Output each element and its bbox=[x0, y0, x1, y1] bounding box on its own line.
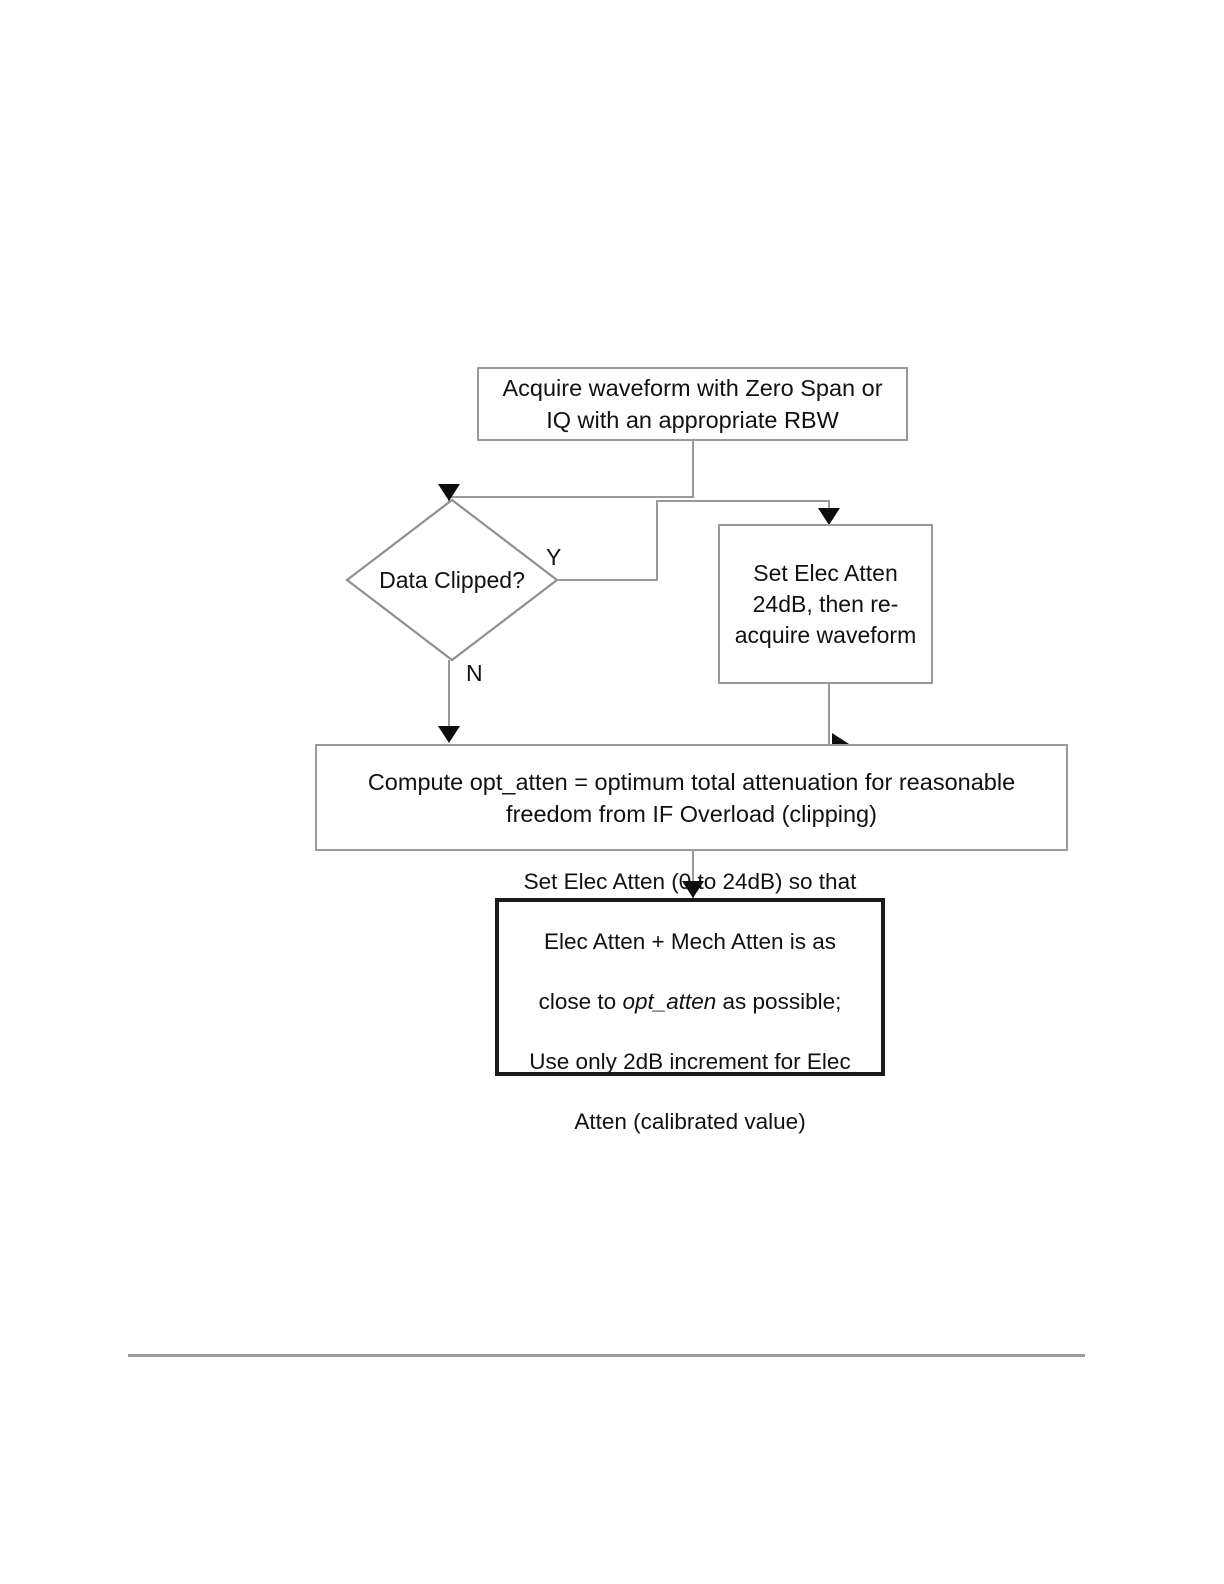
node-acquire-waveform: Acquire waveform with Zero Span or IQ wi… bbox=[477, 367, 908, 441]
node-set-elec-atten-24db: Set Elec Atten 24dB, then re- acquire wa… bbox=[718, 524, 933, 684]
arrowhead-into-decision bbox=[438, 484, 460, 501]
arrowhead-into-compute-top bbox=[438, 726, 460, 743]
node-compute-opt-atten-label: Compute opt_atten = optimum total attenu… bbox=[367, 768, 1016, 827]
final-line-1: Set Elec Atten (0 to 24dB) so that bbox=[523, 869, 857, 894]
connector-acquire-left bbox=[448, 496, 694, 498]
connector-compute-down bbox=[692, 851, 694, 898]
final-line-4: Use only 2dB increment for Elec bbox=[529, 1049, 851, 1074]
connector-yes-across bbox=[656, 500, 830, 502]
connector-yes-right bbox=[557, 579, 658, 581]
node-set-elec-atten-final-label: Set Elec Atten (0 to 24dB) so that Elec … bbox=[499, 837, 881, 1137]
connector-set-elec-atten-down bbox=[828, 684, 830, 744]
edge-label-no: N bbox=[466, 660, 483, 686]
final-line-2: Elec Atten + Mech Atten is as bbox=[543, 929, 837, 954]
page-footer-rule bbox=[128, 1354, 1085, 1357]
arrowhead-into-set-elec-atten bbox=[818, 508, 840, 525]
connector-yes-down bbox=[828, 500, 830, 512]
final-line-3-suffix: as possible; bbox=[716, 989, 842, 1014]
final-line-5: Atten (calibrated value) bbox=[574, 1109, 806, 1134]
final-line-3-variable: opt_atten bbox=[622, 989, 717, 1014]
final-line-3-prefix: close to bbox=[538, 989, 623, 1014]
node-set-elec-atten-24db-label: Set Elec Atten 24dB, then re- acquire wa… bbox=[734, 559, 917, 648]
node-compute-opt-atten: Compute opt_atten = optimum total attenu… bbox=[315, 744, 1068, 851]
node-data-clipped-decision: Data Clipped? bbox=[345, 498, 559, 662]
connector-no-down bbox=[448, 660, 450, 728]
arrowhead-into-final-box bbox=[682, 881, 704, 898]
connector-yes-up bbox=[656, 500, 658, 581]
node-set-elec-atten-final: Set Elec Atten (0 to 24dB) so that Elec … bbox=[495, 869, 885, 1134]
connector-acquire-down bbox=[692, 441, 694, 498]
edge-label-yes: Y bbox=[546, 544, 562, 570]
node-acquire-waveform-label: Acquire waveform with Zero Span or IQ wi… bbox=[502, 375, 883, 433]
decision-diamond-shape bbox=[345, 498, 559, 662]
